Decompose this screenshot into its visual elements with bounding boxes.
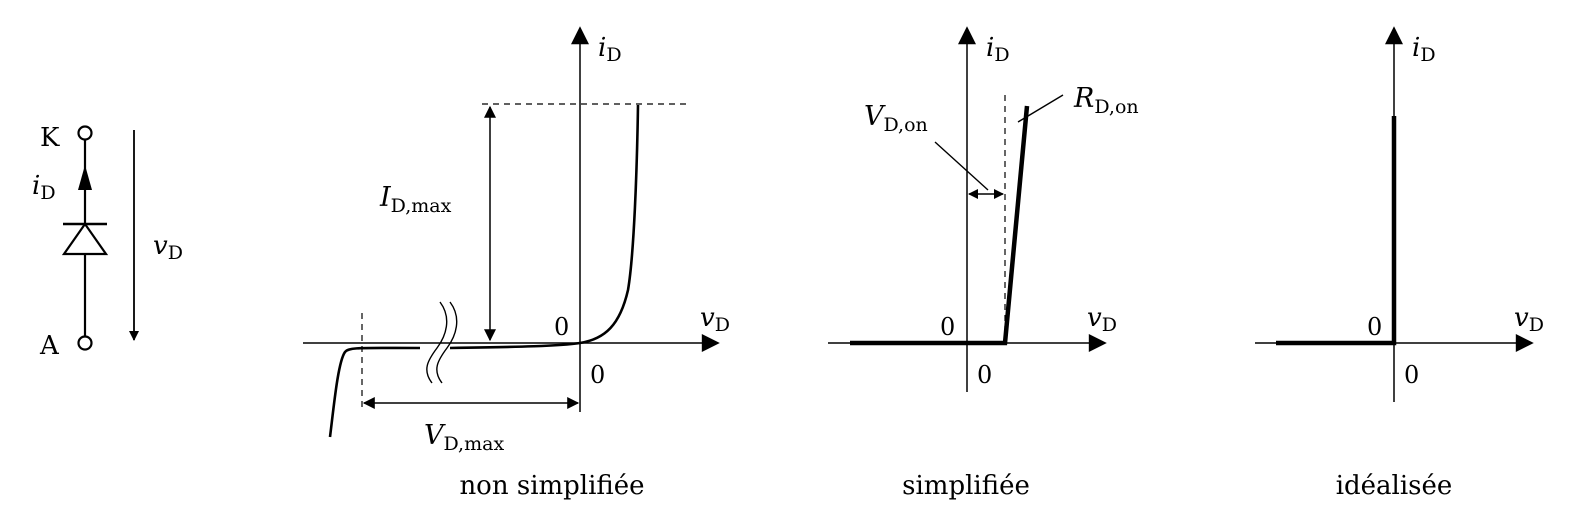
von-leader-line [934,141,989,191]
x-axis-label: vD [1087,303,1117,336]
anode-label: A [39,331,60,361]
plot-non-simplified: iD vD 0 0 ID,max VD,max non simplifiée [303,26,730,501]
von-label: VD,on [864,101,928,136]
piecewise-linear-curve [850,105,1030,346]
diode-curve-reverse [328,346,421,438]
x-axis-label: vD [700,303,730,336]
ron-label: RD,on [1073,83,1139,118]
cathode-label: K [40,123,60,153]
voltage-label: vD [153,231,183,264]
y-axis-label: iD [1412,33,1436,66]
anode-terminal [77,335,93,351]
caption-simplified: simplifiée [902,471,1030,501]
plot-idealized: iD vD 0 0 idéalisée [1255,26,1544,501]
y-axis-label: iD [986,33,1010,66]
origin-label-upper: 0 [554,313,569,341]
cathode-terminal [77,125,93,141]
diode-triangle [61,222,109,256]
origin-label-upper: 0 [940,313,955,341]
diode-symbol: K A iD vD [32,123,183,361]
diode-curve-forward [449,104,640,350]
caption-idealized: idéalisée [1336,471,1453,501]
origin-label-lower: 0 [977,361,992,389]
origin-label-lower: 0 [590,361,605,389]
axis-break-mark [426,301,458,384]
x-axis-label: vD [1514,303,1544,336]
origin-label-upper: 0 [1367,313,1382,341]
imax-label: ID,max [379,182,452,217]
ron-leader-line [1017,94,1064,123]
y-axis-label: iD [598,33,622,66]
ideal-curve [1276,116,1397,346]
plot-simplified: iD vD 0 0 VD,on RD,on simplifiée [828,26,1139,501]
origin-label-lower: 0 [1404,361,1419,389]
current-arrow [78,165,92,190]
current-label: iD [32,171,56,204]
vmax-label: VD,max [424,420,504,455]
caption-non-simplified: non simplifiée [459,471,644,501]
